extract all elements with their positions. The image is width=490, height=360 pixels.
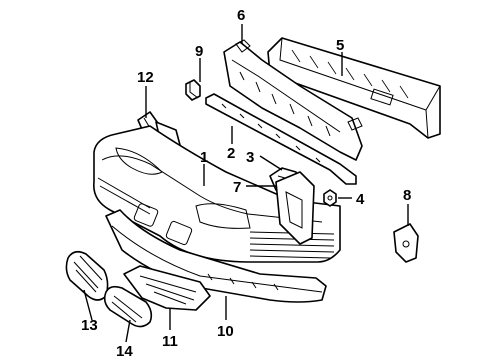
callout-9: 9 (195, 43, 203, 60)
callout-3: 3 (246, 149, 254, 166)
part-14-bezel (103, 285, 153, 328)
callout-2: 2 (227, 145, 235, 162)
leader-lines (83, 24, 409, 343)
part-8-bracket (393, 223, 419, 263)
part-6-absorber (223, 39, 363, 161)
part-2-reinforcement (205, 93, 357, 185)
callout-13: 13 (81, 317, 98, 334)
part-4-nut (323, 189, 337, 207)
part-11-lower-grille (123, 265, 211, 311)
callout-7: 7 (233, 179, 241, 196)
callout-11: 11 (162, 333, 178, 350)
callout-4: 4 (356, 191, 365, 208)
callout-6: 6 (237, 7, 245, 24)
leader-14 (125, 319, 131, 343)
callout-10: 10 (217, 323, 234, 340)
callout-1: 1 (200, 149, 208, 166)
part-13-grille (65, 250, 109, 301)
part-9-clip (185, 79, 201, 101)
leader-13 (83, 289, 93, 321)
callout-labels: 1 2 3 4 5 6 7 8 9 10 11 12 13 14 (81, 7, 411, 360)
callout-12: 12 (137, 69, 154, 86)
callout-8: 8 (403, 187, 411, 204)
leader-3 (259, 155, 283, 171)
callout-5: 5 (336, 37, 344, 54)
callout-14: 14 (116, 343, 133, 360)
part-7-side-bracket (275, 171, 315, 245)
